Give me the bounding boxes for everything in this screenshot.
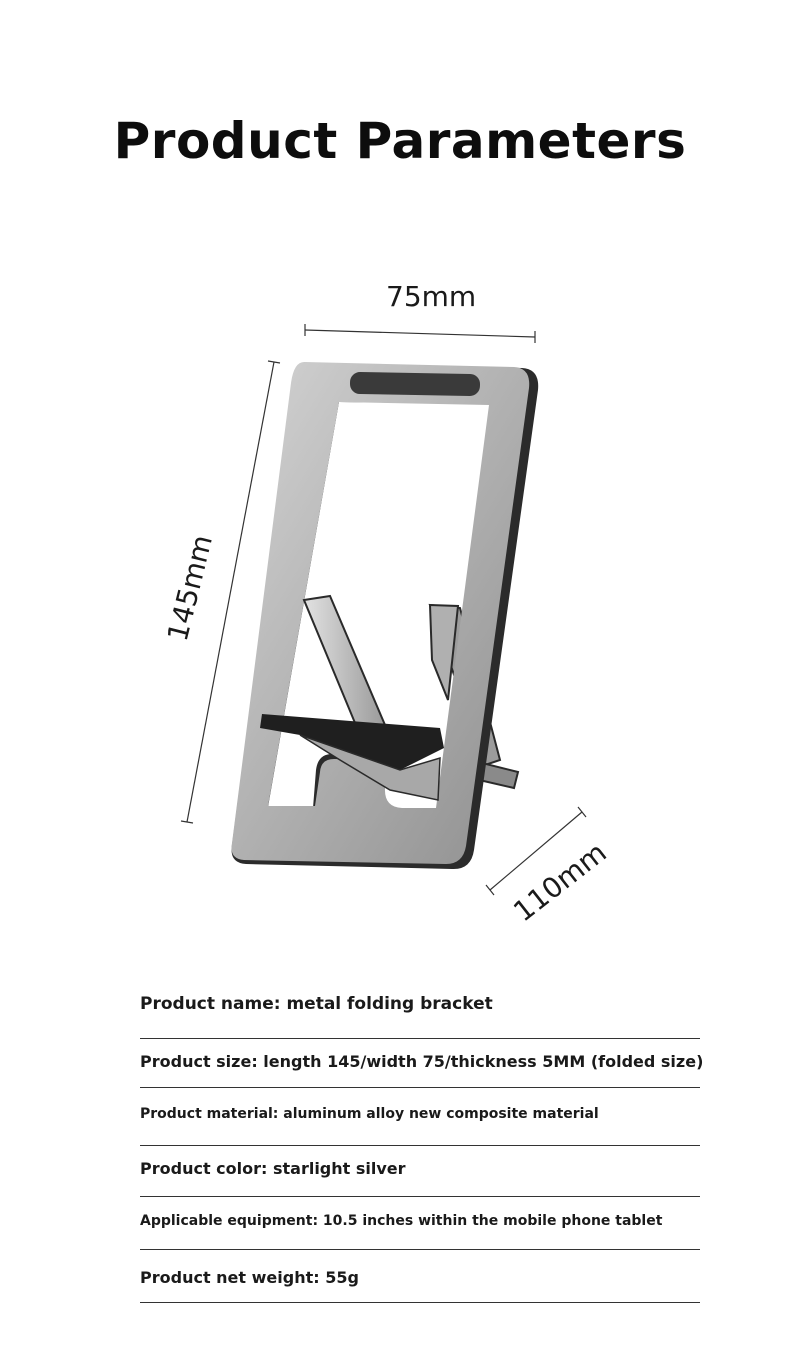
product-illustration bbox=[180, 324, 587, 896]
spec-product-size: Product size: length 145/width 75/thickn… bbox=[140, 1039, 703, 1088]
width-dimension-line bbox=[304, 324, 536, 343]
spec-product-name: Product name: metal folding bracket bbox=[140, 978, 700, 1039]
holder-tray-face bbox=[299, 734, 441, 801]
width-dimension-label: 75mm bbox=[386, 280, 477, 313]
spec-product-material: Product material: aluminum alloy new com… bbox=[140, 1088, 700, 1146]
support-arm bbox=[302, 594, 387, 737]
support-arm-right bbox=[428, 603, 460, 701]
height-dimension-line bbox=[180, 360, 281, 824]
spec-net-weight: Product net weight: 55g bbox=[140, 1250, 700, 1303]
spec-product-color: Product color: starlight silver bbox=[140, 1146, 700, 1197]
holder-tray bbox=[260, 714, 444, 770]
top-rubber-pad bbox=[349, 372, 481, 396]
spec-list: Product name: metal folding bracket Prod… bbox=[140, 978, 703, 1303]
stand-frame-face bbox=[231, 361, 530, 864]
spec-applicable-equipment: Applicable equipment: 10.5 inches within… bbox=[140, 1197, 700, 1250]
depth-dimension-line bbox=[485, 806, 587, 896]
page-title: Product Parameters bbox=[113, 112, 687, 170]
